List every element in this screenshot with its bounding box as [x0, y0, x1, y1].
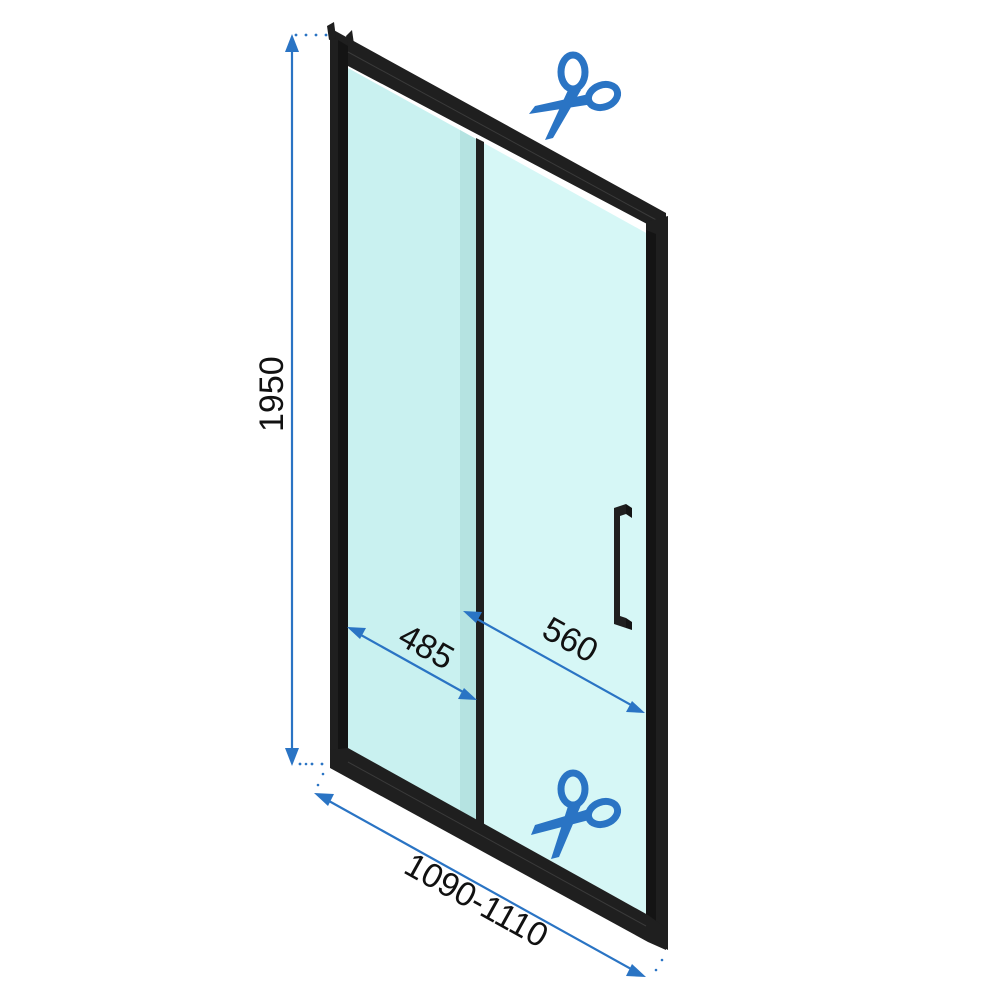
height-dimension: 1950	[253, 33, 328, 766]
height-label: 1950	[253, 356, 291, 432]
frame-left-profile-inner	[338, 40, 348, 756]
scissors-icon-bottom	[531, 769, 622, 859]
door-edge-profile	[476, 138, 484, 828]
bottom-rail-edge	[347, 761, 647, 927]
door-handle[interactable]	[614, 504, 632, 630]
frame-top-rail	[330, 28, 666, 234]
sliding-door-glass	[482, 142, 648, 915]
frame-right-profile-inner	[646, 230, 656, 942]
scissors-icon	[529, 51, 622, 140]
fixed-glass-panel	[348, 68, 478, 822]
frame-top-cap	[327, 22, 336, 40]
glass-overlap-strip	[460, 130, 476, 821]
top-rail-edge	[347, 51, 661, 223]
